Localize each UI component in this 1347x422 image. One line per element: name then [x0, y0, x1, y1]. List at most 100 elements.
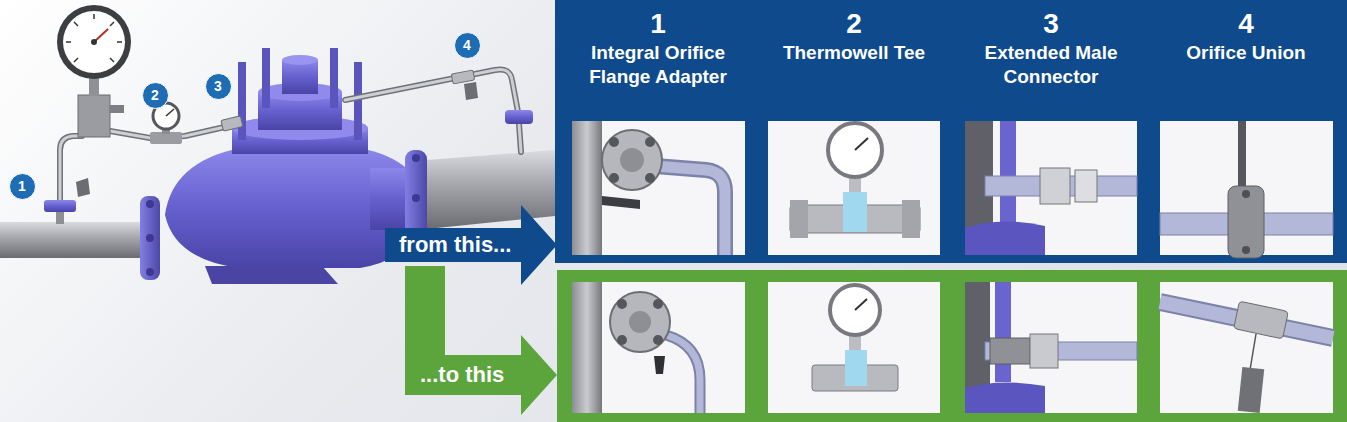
- detail-before-4-part-part: [1242, 190, 1250, 198]
- pressure-gauge-part: [110, 105, 124, 113]
- callout-number: 2: [142, 82, 169, 109]
- detail-after-3-part: [965, 382, 1045, 413]
- column-heading: Integral Orifice Flange Adapter: [567, 41, 749, 89]
- detail-after-1-part: [654, 356, 665, 374]
- flange-bolts-part: [146, 234, 154, 242]
- arrow-shape: [405, 266, 557, 415]
- callout-text: 1: [18, 178, 26, 195]
- detail-before-4-part-part: [1242, 246, 1250, 254]
- pressure-gauge-part-part: [110, 58, 114, 62]
- flange-bolts-part: [146, 268, 154, 276]
- detail-before-1-part: [620, 148, 644, 172]
- detail-before-2-part: [790, 200, 808, 238]
- detail-before-3-part: [965, 221, 1045, 255]
- detail-before-1: [572, 121, 725, 255]
- detail-after-4-part: [1238, 367, 1264, 413]
- detail-after-4-part: [1250, 334, 1256, 370]
- valve-cap: [282, 60, 318, 94]
- orifice-union-part: [464, 82, 478, 100]
- picture-frames-part: [768, 121, 940, 255]
- inlet-pipe: [0, 222, 160, 258]
- column-heading: Thermowell Tee: [763, 41, 945, 65]
- pressure-gauge-part: [78, 95, 110, 137]
- detail-after-1-part-part: [617, 335, 627, 345]
- orifice-flange-adapter-part: [44, 200, 76, 212]
- picture-frames-part: [1160, 282, 1333, 413]
- detail-after-1-part: [617, 299, 663, 345]
- control-valve: [0, 48, 555, 284]
- detail-after-2-part: [845, 350, 867, 386]
- detail-after-4-part: [1234, 301, 1289, 339]
- pressure-gauge-part: [66, 14, 122, 62]
- callout-number: 4: [454, 32, 481, 59]
- control-valve-part-part: [412, 194, 420, 202]
- pressure-gauge-part-part: [117, 41, 122, 43]
- detail-before-4-part: [1242, 190, 1250, 254]
- outlet-pipe: [427, 150, 555, 229]
- column-heading: Orifice Union: [1155, 41, 1337, 65]
- detail-after-3-part: [990, 338, 1030, 364]
- detail-after-1-part: [572, 282, 602, 413]
- detail-after-4-part: [1160, 302, 1333, 338]
- pressure-gauge-part: [57, 5, 131, 79]
- flange-bolts-part: [146, 200, 154, 208]
- detail-before-2-part: [902, 200, 920, 238]
- arrow-fill: [405, 266, 557, 415]
- thermowell-gauge: [150, 103, 182, 144]
- detail-before-1-part: [602, 130, 662, 190]
- valve-ribs-part: [330, 48, 338, 108]
- tubing: [60, 69, 521, 204]
- detail-before-1-part: [655, 166, 725, 255]
- callout-text: 2: [151, 87, 159, 104]
- callout-text: 4: [463, 37, 471, 54]
- detail-after-2-part: [830, 285, 880, 335]
- detail-after-2-part: [855, 299, 867, 310]
- arrow-label: from this...: [399, 232, 511, 258]
- detail-before-1-part-part: [609, 173, 619, 183]
- orifice-union-part: [505, 110, 533, 124]
- detail-after-2: [812, 285, 898, 391]
- orifice-union-part: [451, 70, 475, 84]
- detail-before-4: [1160, 121, 1333, 258]
- tubing-part: [345, 69, 518, 112]
- pressure-gauge-part-part: [74, 22, 78, 26]
- detail-after-3: [965, 282, 1137, 413]
- control-valve-part: [282, 55, 318, 65]
- arrow-label: ...to this: [420, 362, 504, 388]
- detail-after-1-part: [666, 335, 700, 413]
- detail-after-3-part: [1030, 334, 1058, 368]
- picture-frames: [572, 121, 1333, 413]
- tubing-part: [345, 69, 518, 112]
- valve-ribs: [238, 48, 362, 140]
- orifice-flange-adapter: [44, 178, 90, 224]
- detail-before-2-part: [843, 192, 867, 232]
- after-panel: [557, 270, 1347, 422]
- callout-text: 3: [214, 78, 222, 95]
- valve-base: [205, 266, 338, 284]
- picture-frames-part: [572, 282, 745, 413]
- after-arrow: ...to this: [405, 266, 557, 415]
- valve-ribs-part: [238, 62, 246, 140]
- flange-bolts-part: [412, 154, 420, 162]
- detail-before-1-part: [572, 121, 602, 255]
- detail-after-1-part-part: [653, 299, 663, 309]
- control-valve-part-part: [412, 154, 420, 162]
- extended-male-connector-part: [221, 116, 243, 131]
- detail-before-2-part: [855, 138, 868, 150]
- detail-before-1-part: [609, 137, 655, 183]
- pressure-gauge-part: [89, 77, 99, 96]
- column-number: 3: [1011, 6, 1091, 41]
- detail-after-1: [572, 282, 700, 413]
- orifice-union: [451, 70, 533, 124]
- orifice-flange-adapter-part: [76, 178, 90, 197]
- detail-before-2-part: [828, 123, 882, 177]
- picture-frames-part: [572, 121, 745, 255]
- detail-before-1-part-part: [609, 137, 619, 147]
- picture-frames-part: [768, 282, 940, 413]
- extended-male-connector: [221, 116, 243, 131]
- column-number: 1: [618, 6, 698, 41]
- column-number: 2: [814, 6, 894, 41]
- detail-before-1-part: [655, 166, 725, 255]
